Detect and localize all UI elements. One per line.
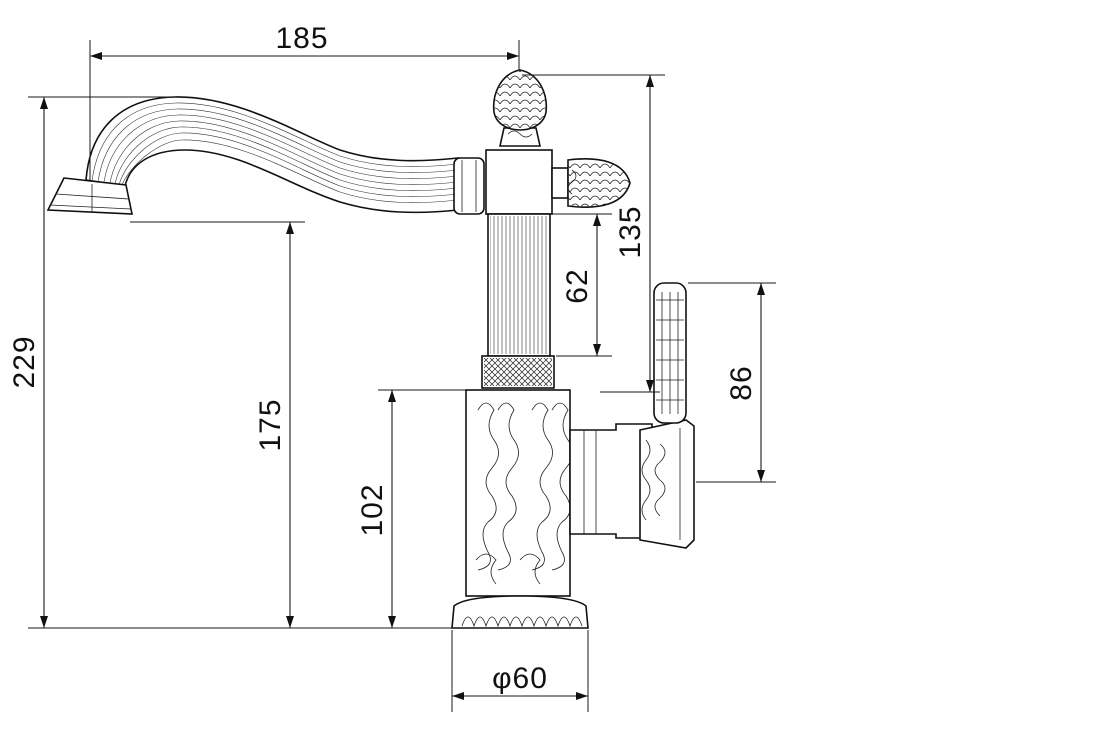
dimension-label-spout-reach: 185 [275, 22, 328, 55]
hub-block [485, 149, 553, 215]
valve-housing [569, 423, 653, 539]
dimensions: 185 229 175 102 135 [8, 22, 776, 712]
dimension-top-to-stem: 135 [522, 74, 665, 393]
dimension-label-total-height: 229 [8, 335, 41, 388]
dimension-outlet-height: 175 [130, 221, 305, 628]
handle-cap [639, 419, 695, 549]
top-finial [492, 69, 548, 147]
base [451, 595, 589, 629]
spout-collar [453, 157, 485, 215]
aerator [46, 177, 133, 215]
dimension-label-top-to-stem: 135 [614, 205, 647, 258]
dimension-handle-length: 86 [688, 282, 776, 483]
lever-handle [653, 282, 687, 424]
dimension-stem-height: 62 [550, 213, 612, 357]
dimension-body-height: 102 [356, 389, 466, 628]
body [465, 389, 573, 597]
knurled-ring-pattern [484, 358, 552, 386]
dimension-label-stem-height: 62 [561, 268, 594, 303]
dimension-label-body-height: 102 [356, 483, 389, 536]
dimension-label-outlet-height: 175 [254, 398, 287, 451]
dimension-label-base-diameter: φ60 [492, 662, 548, 695]
dimension-label-handle-length: 86 [725, 365, 758, 400]
stem-flutes [490, 216, 548, 354]
spout [85, 96, 459, 214]
side-finial [567, 158, 631, 208]
dimension-base-diameter: φ60 [451, 630, 589, 712]
dimension-spout-reach: 185 [89, 22, 520, 180]
dimension-total-height: 229 [8, 96, 452, 629]
faucet-drawing [46, 69, 695, 629]
hub-side-neck [551, 167, 569, 199]
